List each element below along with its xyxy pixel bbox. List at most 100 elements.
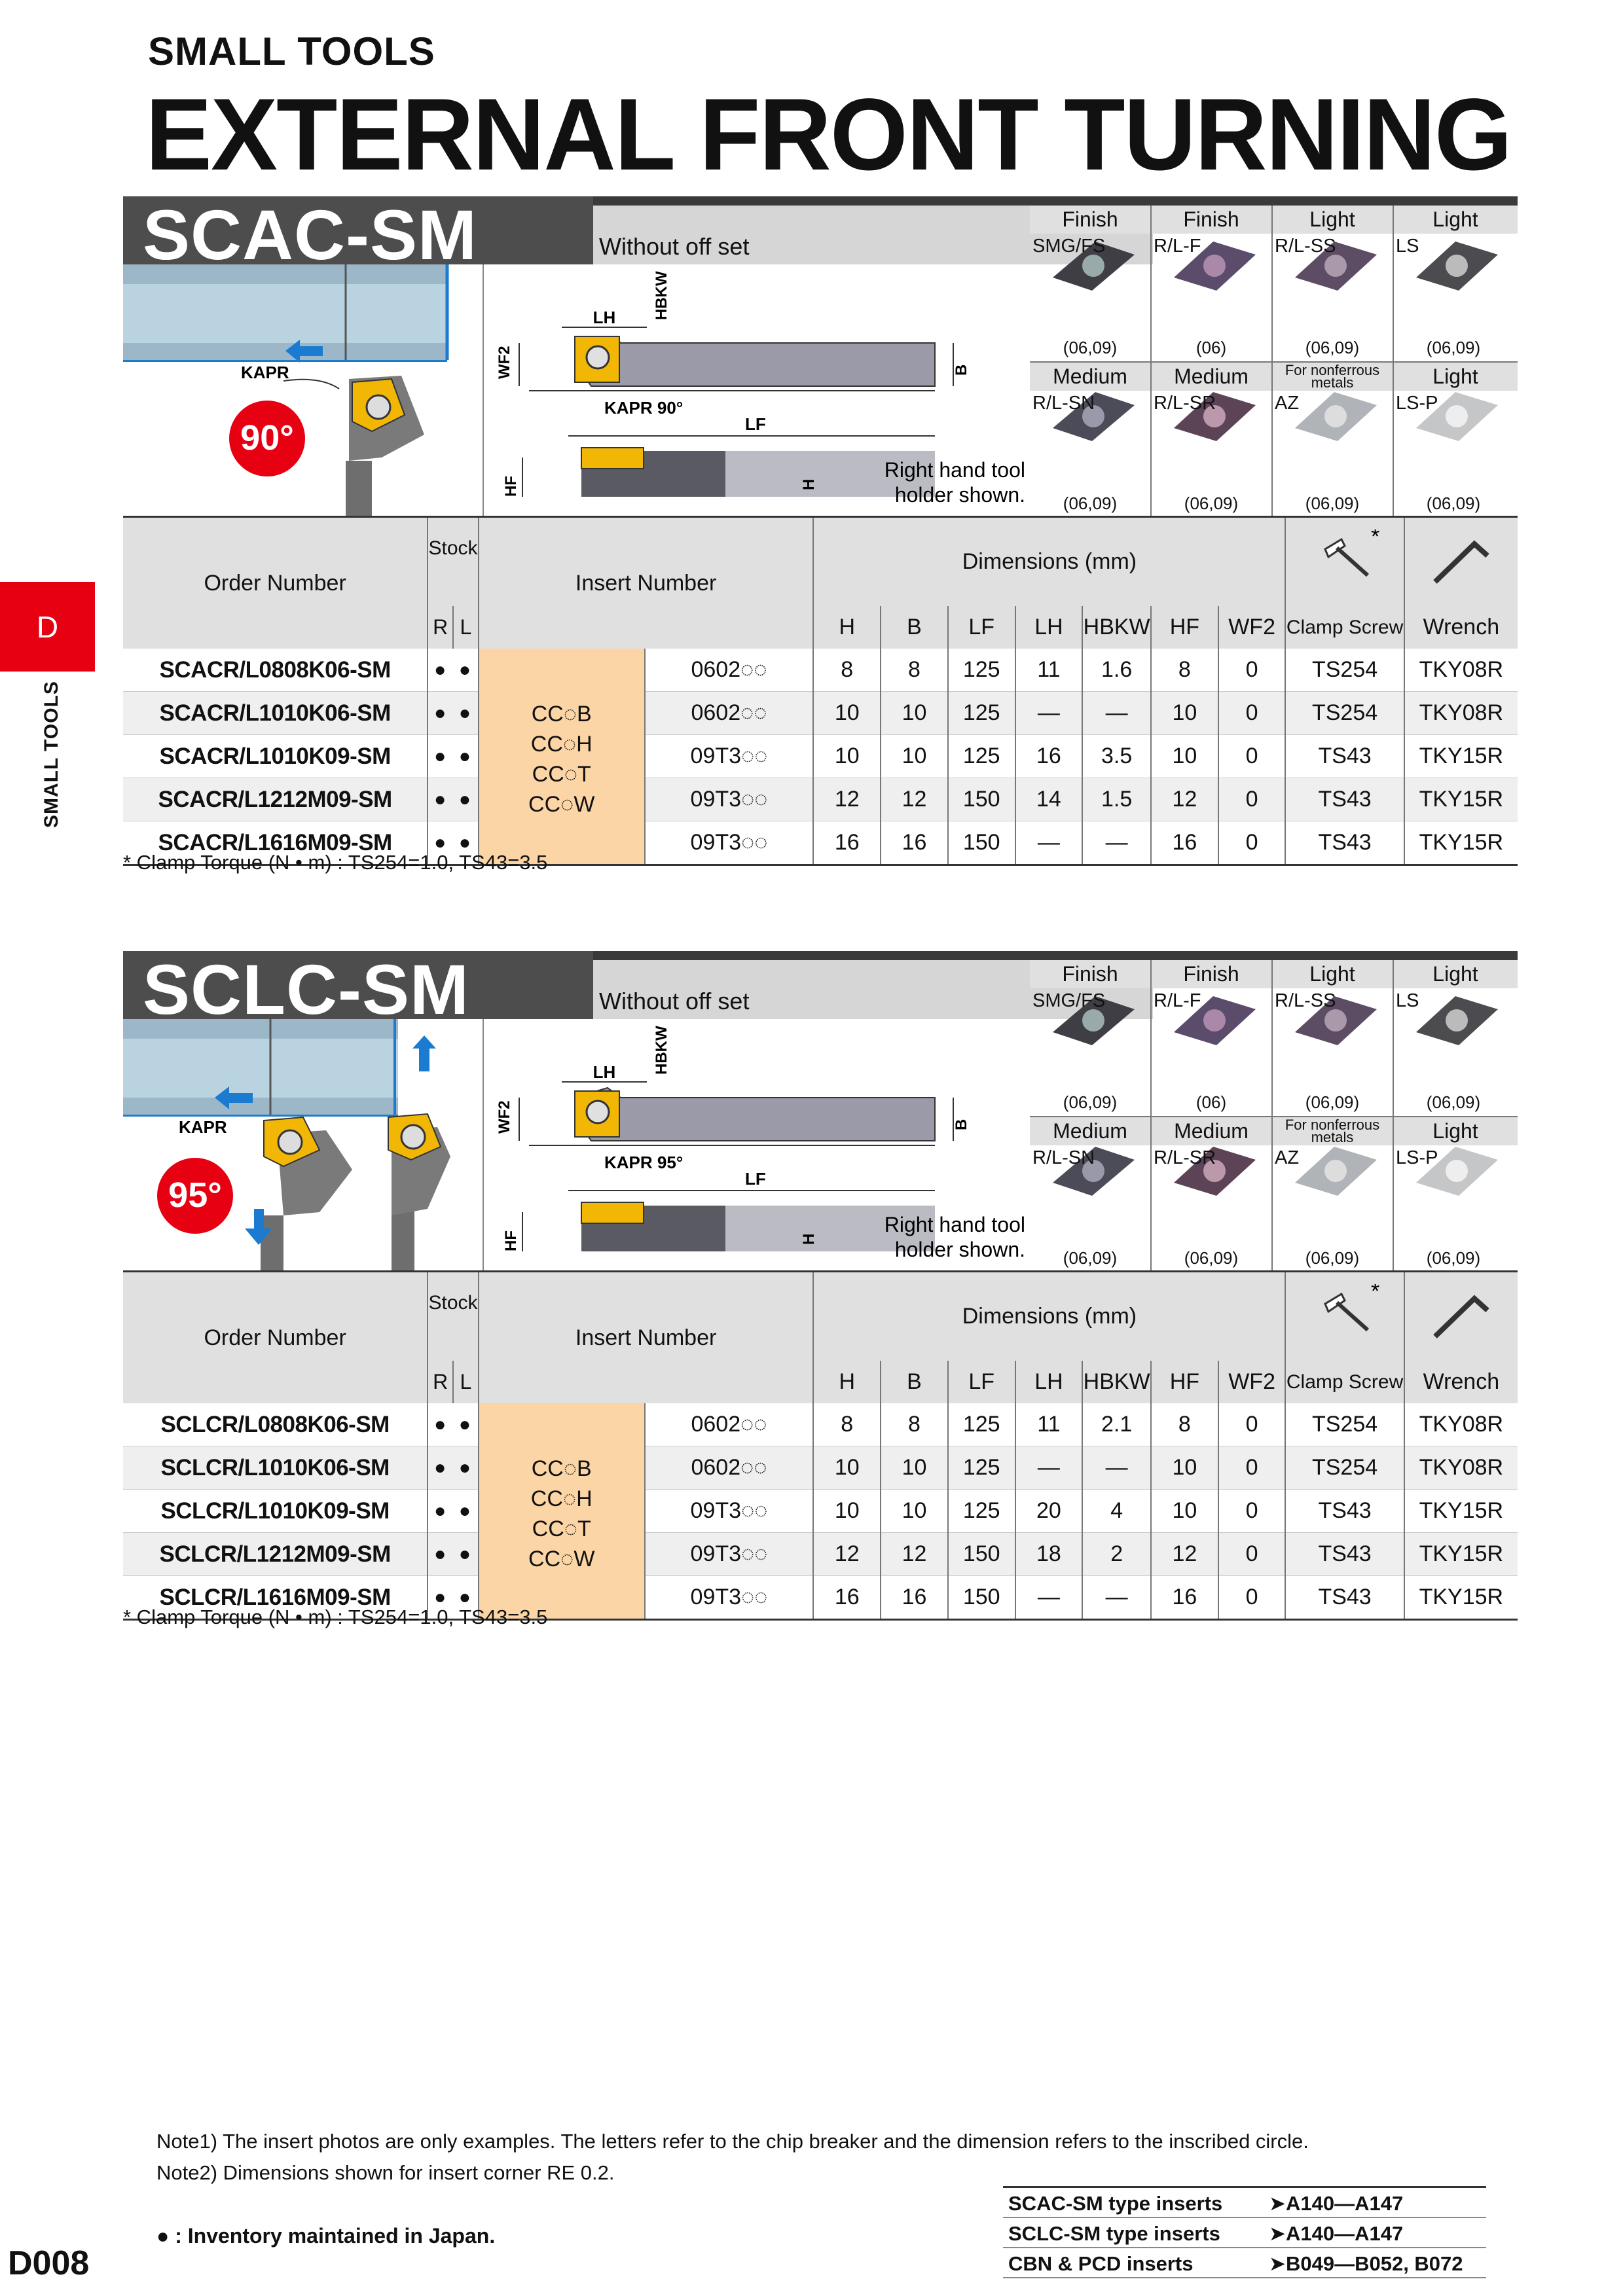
holder-diagram-svg: KAPR 90° LH HBKW WF2 B KAPR 90° LF HF [123, 264, 1025, 516]
insert-type: AZ [1275, 1147, 1300, 1168]
dim-wf2: 0 [1218, 1489, 1286, 1533]
dim-hbkw: — [1082, 821, 1152, 866]
dim-hf: 10 [1151, 1446, 1219, 1490]
stock-l: ● [453, 1575, 479, 1621]
feed-arrow-icon [285, 340, 323, 363]
insert-grid: Finish Finish Light Light SMG/FS R/L-F R… [1030, 960, 1518, 1271]
insert-head: Medium [1151, 363, 1273, 391]
clamp-screw: TS43 [1285, 734, 1405, 778]
col-dimensions: Dimensions (mm) [813, 516, 1286, 606]
dim-lh: 11 [1015, 649, 1084, 692]
insert-dim: (06,09) [1063, 1092, 1118, 1112]
col-hf: HF [1151, 1361, 1219, 1403]
dim-lf: 125 [947, 1403, 1016, 1446]
insert-dim: (06,09) [1184, 493, 1239, 513]
col-hbkw: HBKW [1082, 1361, 1152, 1403]
clamp-screw-icon: * [1285, 1271, 1405, 1361]
col-h: H [813, 606, 882, 649]
col-lh: LH [1015, 1361, 1084, 1403]
insert-type: LS-P [1396, 393, 1438, 414]
stock-l: ● [453, 734, 479, 778]
clamp-screw: TS254 [1285, 1403, 1405, 1446]
dim-lf: 150 [947, 1532, 1016, 1576]
insert-dim: (06,09) [1426, 1248, 1481, 1268]
insert-dim: (06,09) [1305, 1092, 1360, 1112]
insert-number: 09T3◌◌ [644, 821, 814, 866]
order-number: SCACR/L1212M09-SM [123, 778, 429, 821]
dim-hbkw: — [1082, 1446, 1152, 1490]
insert-type: CC◌H [530, 1486, 593, 1511]
col-clamp-screw: Clamp Screw [1285, 606, 1405, 649]
col-lh: LH [1015, 606, 1084, 649]
insert-type: SMG/FS [1032, 236, 1106, 257]
insert-head: Medium [1030, 363, 1152, 391]
dim-lh: 20 [1015, 1489, 1084, 1533]
insert-dim: (06) [1195, 338, 1227, 357]
insert-head: Light [1393, 960, 1518, 988]
dim-hf: 10 [1151, 691, 1219, 735]
insert-dim: (06,09) [1305, 338, 1360, 357]
insert-head: Finish [1151, 960, 1273, 988]
order-number: SCLCR/L1010K06-SM [123, 1446, 429, 1490]
page-number: D008 [8, 2244, 90, 2282]
svg-text:HF: HF [502, 1230, 520, 1251]
stock-l: ● [453, 691, 479, 735]
dim-b: 16 [881, 821, 949, 866]
insert-number: 0602◌◌ [644, 1446, 814, 1490]
clamp-screw: TS43 [1285, 821, 1405, 866]
svg-text:LH: LH [593, 308, 616, 327]
insert-type: R/L-SS [1275, 990, 1336, 1011]
col-clamp-screw: Clamp Screw [1285, 1361, 1405, 1403]
section-tab-letter[interactable]: D [0, 582, 95, 672]
dim-b: 10 [881, 734, 949, 778]
dim-hbkw: 1.5 [1082, 778, 1152, 821]
section-title: SCLC-SM [143, 950, 469, 1029]
spec-table: Order Number Stock Insert Number Dimensi… [123, 516, 1518, 866]
svg-text:HBKW: HBKW [653, 271, 670, 320]
reference-row[interactable]: SCAC-SM type inserts➤A140—A147 [1003, 2188, 1486, 2218]
insert-head: Finish [1030, 960, 1152, 988]
dim-lh: — [1015, 1446, 1084, 1490]
dim-lf: 150 [947, 821, 1016, 866]
dim-h: 10 [813, 734, 882, 778]
insert-type: R/L-SN [1032, 1147, 1095, 1168]
svg-text:HF: HF [502, 476, 520, 497]
dim-h: 10 [813, 1489, 882, 1533]
stock-l: ● [453, 821, 479, 866]
reference-row[interactable]: SCLC-SM type inserts➤A140—A147 [1003, 2218, 1486, 2248]
insert-number: 09T3◌◌ [644, 778, 814, 821]
insert-dim: (06,09) [1063, 1248, 1118, 1268]
insert-type: LS [1396, 990, 1419, 1011]
clamp-screw: TS254 [1285, 649, 1405, 692]
dim-b: 10 [881, 1446, 949, 1490]
col-wrench: Wrench [1404, 606, 1518, 649]
insert-dim: (06,09) [1426, 1092, 1481, 1112]
svg-text:holder shown.: holder shown. [895, 1238, 1025, 1261]
insert-number: 0602◌◌ [644, 691, 814, 735]
insert-number: 09T3◌◌ [644, 734, 814, 778]
dim-hf: 16 [1151, 1575, 1219, 1621]
offset-label: Without off set [599, 233, 750, 260]
reference-row[interactable]: CBN & PCD inserts➤B049—B052, B072 [1003, 2248, 1486, 2278]
col-lf: LF [947, 1361, 1016, 1403]
col-b: B [881, 1361, 949, 1403]
dim-h: 12 [813, 1532, 882, 1576]
svg-text:Right hand tool: Right hand tool [884, 458, 1025, 482]
dim-h: 16 [813, 1575, 882, 1621]
insert-dim: (06,09) [1426, 338, 1481, 357]
stock-l: ● [453, 778, 479, 821]
dim-wf2: 0 [1218, 691, 1286, 735]
dim-hbkw: 2 [1082, 1532, 1152, 1576]
clamp-torque-note: * Clamp Torque (N • m) : TS254=1.0, TS43… [123, 851, 548, 874]
